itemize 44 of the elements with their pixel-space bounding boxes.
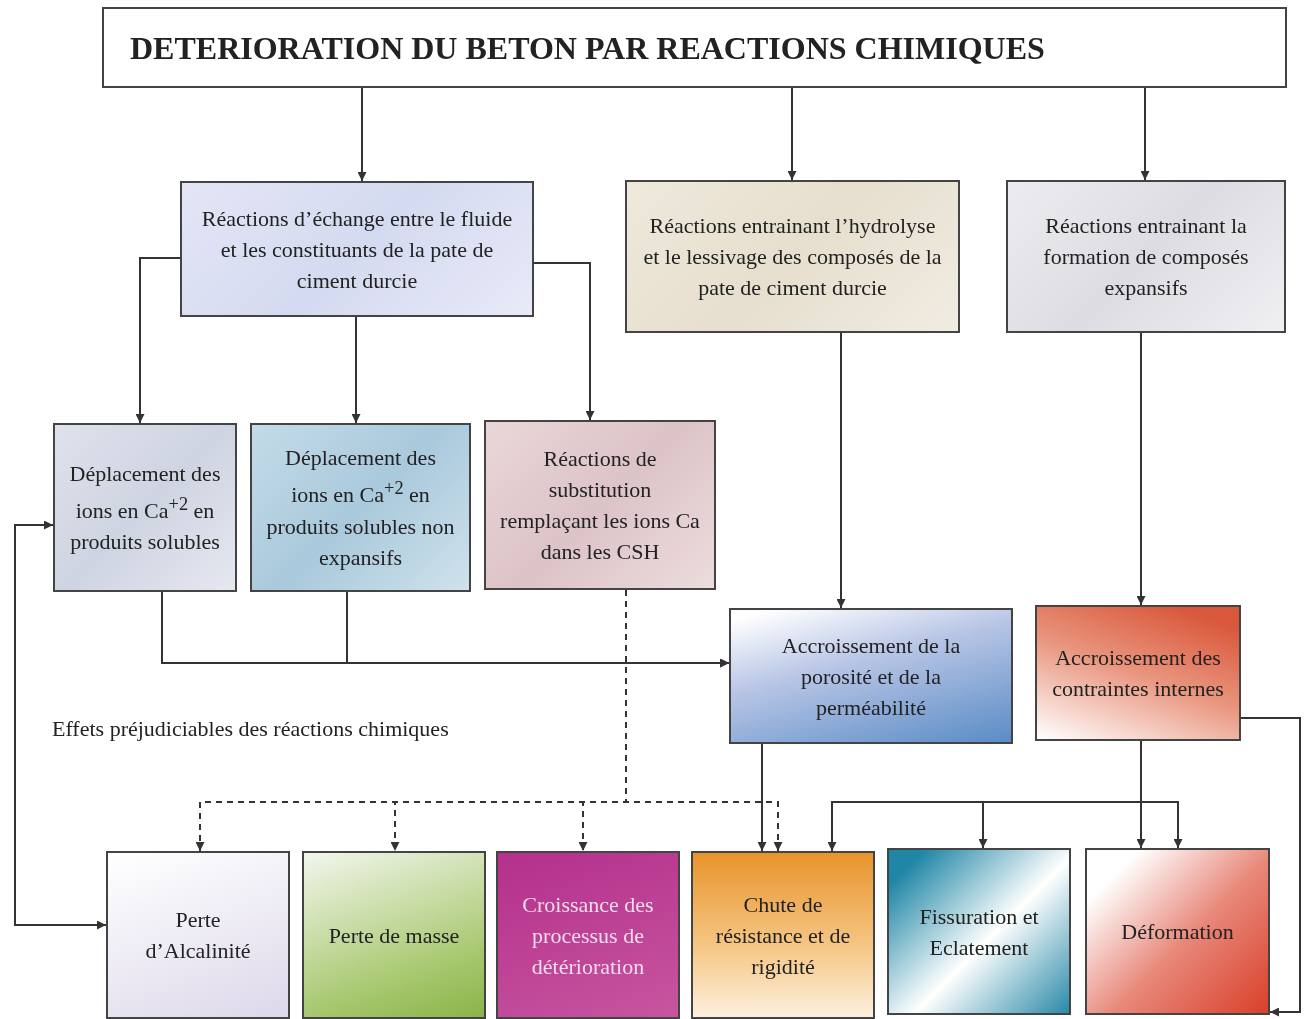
arrow [357, 87, 367, 182]
arrow [757, 743, 767, 852]
arrow [1140, 740, 1183, 849]
process-box [1085, 848, 1270, 1015]
box-text: Réactions entrainant la formation de composés expansifs [1042, 212, 1250, 302]
box-text: Réactions d’échange entre le fluide et les constituants de la pate de ciment durcie [200, 204, 514, 295]
arrow [346, 591, 730, 668]
process-box [180, 181, 534, 317]
arrow [787, 87, 797, 181]
process-box [729, 608, 1013, 744]
box-text: Perte d’Alcalinité [144, 906, 252, 965]
note-text: Effets préjudiciables des réactions chimiques [52, 716, 449, 742]
title-box [102, 7, 1287, 88]
process-box [1035, 605, 1241, 741]
process-box [250, 423, 471, 592]
process-box [53, 423, 237, 592]
arrow [351, 316, 361, 424]
box-text: Déplacement des ions en Ca$^{+2}$ en produits solubles non expansifs [265, 444, 456, 572]
box-text: Perte de masse [327, 921, 461, 950]
arrow [533, 262, 595, 421]
process-box [625, 180, 960, 333]
process-box [691, 851, 875, 1019]
arrow [1136, 332, 1146, 606]
process-box [302, 851, 486, 1019]
box-text: Accroissement de la porosité et de la perméabilité [780, 631, 962, 722]
process-box [1006, 180, 1286, 333]
box-text: Chute de résistance et de rigidité [714, 890, 852, 981]
box-text: Réactions de substitution remplaçant les ions Ca dans les CSH [499, 445, 701, 566]
process-box [887, 848, 1071, 1015]
arrow [1240, 717, 1301, 1017]
process-box [106, 851, 290, 1019]
arrow [135, 257, 181, 424]
process-box [496, 851, 680, 1019]
process-box [484, 420, 716, 590]
box-text: Déplacement des ions en Ca$^{+2}$ en produits solubles [68, 459, 222, 557]
title: DETERIORATION DU BETON PAR REACTIONS CHIMIQUES [129, 28, 1046, 68]
box-text: Déformation [1120, 918, 1235, 946]
arrow [836, 332, 846, 609]
arrow [14, 520, 107, 930]
arrow [1140, 87, 1150, 181]
box-text: Croissance des processus de détérioration [521, 890, 655, 981]
box-text: Accroissement des contraintes internes [1051, 644, 1225, 703]
box-text: Fissuration et Eclatement [918, 902, 1040, 962]
box-text: Réactions entrainant l’hydrolyse et le lessivage des composés de la pate de ciment durcie [642, 212, 943, 302]
